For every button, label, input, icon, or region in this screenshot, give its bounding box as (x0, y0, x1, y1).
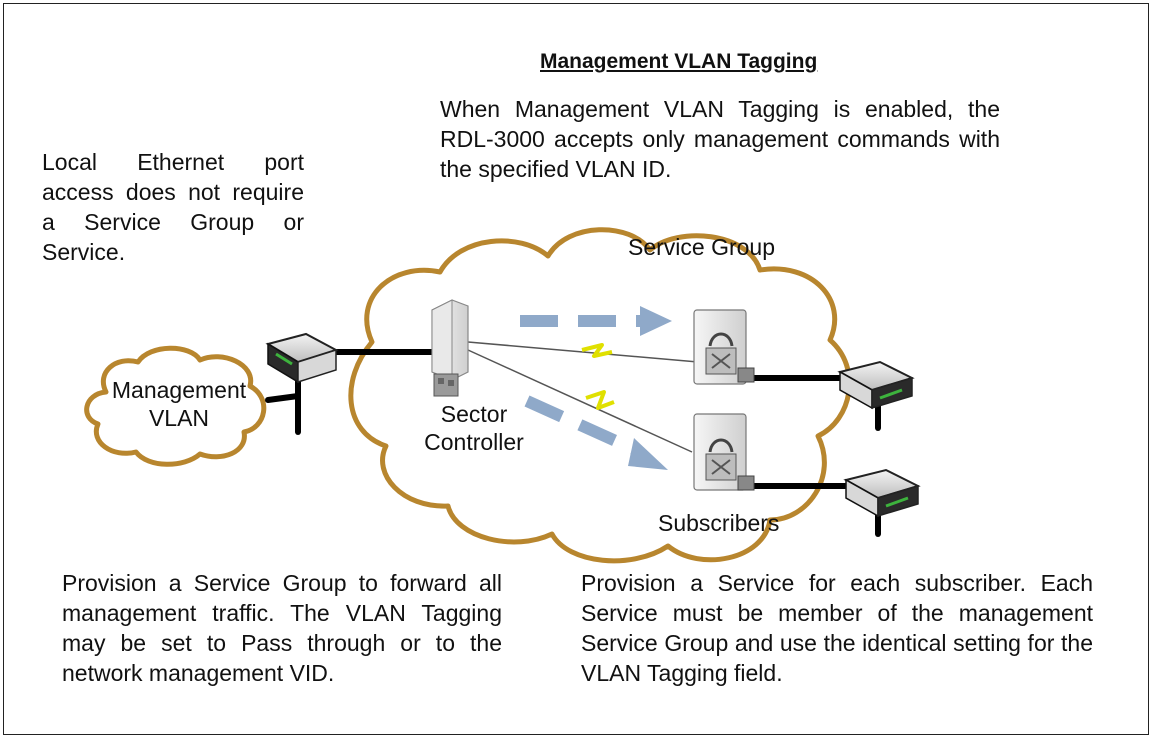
top-note: When Management VLAN Tagging is enabled,… (440, 96, 1000, 182)
bottom-right-note: Provision a Service for each subscriber.… (581, 570, 1093, 686)
diagram-frame (3, 3, 1149, 735)
network-switch-icon (265, 332, 339, 384)
subscriber-antenna-icon (693, 413, 755, 491)
subscriber-antenna-icon (693, 309, 755, 385)
wireless-link-icon (467, 341, 699, 453)
bottom-left-note: Provision a Service Group to forward all… (62, 570, 502, 686)
sector-controller-label-line1: Sector (440, 401, 508, 427)
management-vlan-label: Management VLAN (104, 376, 254, 432)
service-group-cloud-icon (348, 227, 852, 564)
left-note: Local Ethernet port access does not requ… (42, 149, 304, 265)
network-switch-icon (843, 468, 921, 518)
service-group-label: Service Group (628, 234, 776, 260)
subscribers-label: Subscribers (658, 510, 780, 536)
traffic-arrow-icon (520, 306, 672, 470)
diagram-title: Management VLAN Tagging (540, 50, 818, 73)
sector-controller-label: Sector Controller (410, 400, 538, 456)
management-vlan-label-line1: Management (111, 377, 247, 403)
sector-controller-antenna-icon (431, 299, 469, 397)
network-switch-icon (837, 360, 915, 410)
wired-links (265, 349, 881, 537)
management-vlan-cloud-icon (84, 345, 267, 467)
sector-controller-label-line2: Controller (424, 429, 524, 455)
management-vlan-label-line2: VLAN (148, 405, 210, 431)
